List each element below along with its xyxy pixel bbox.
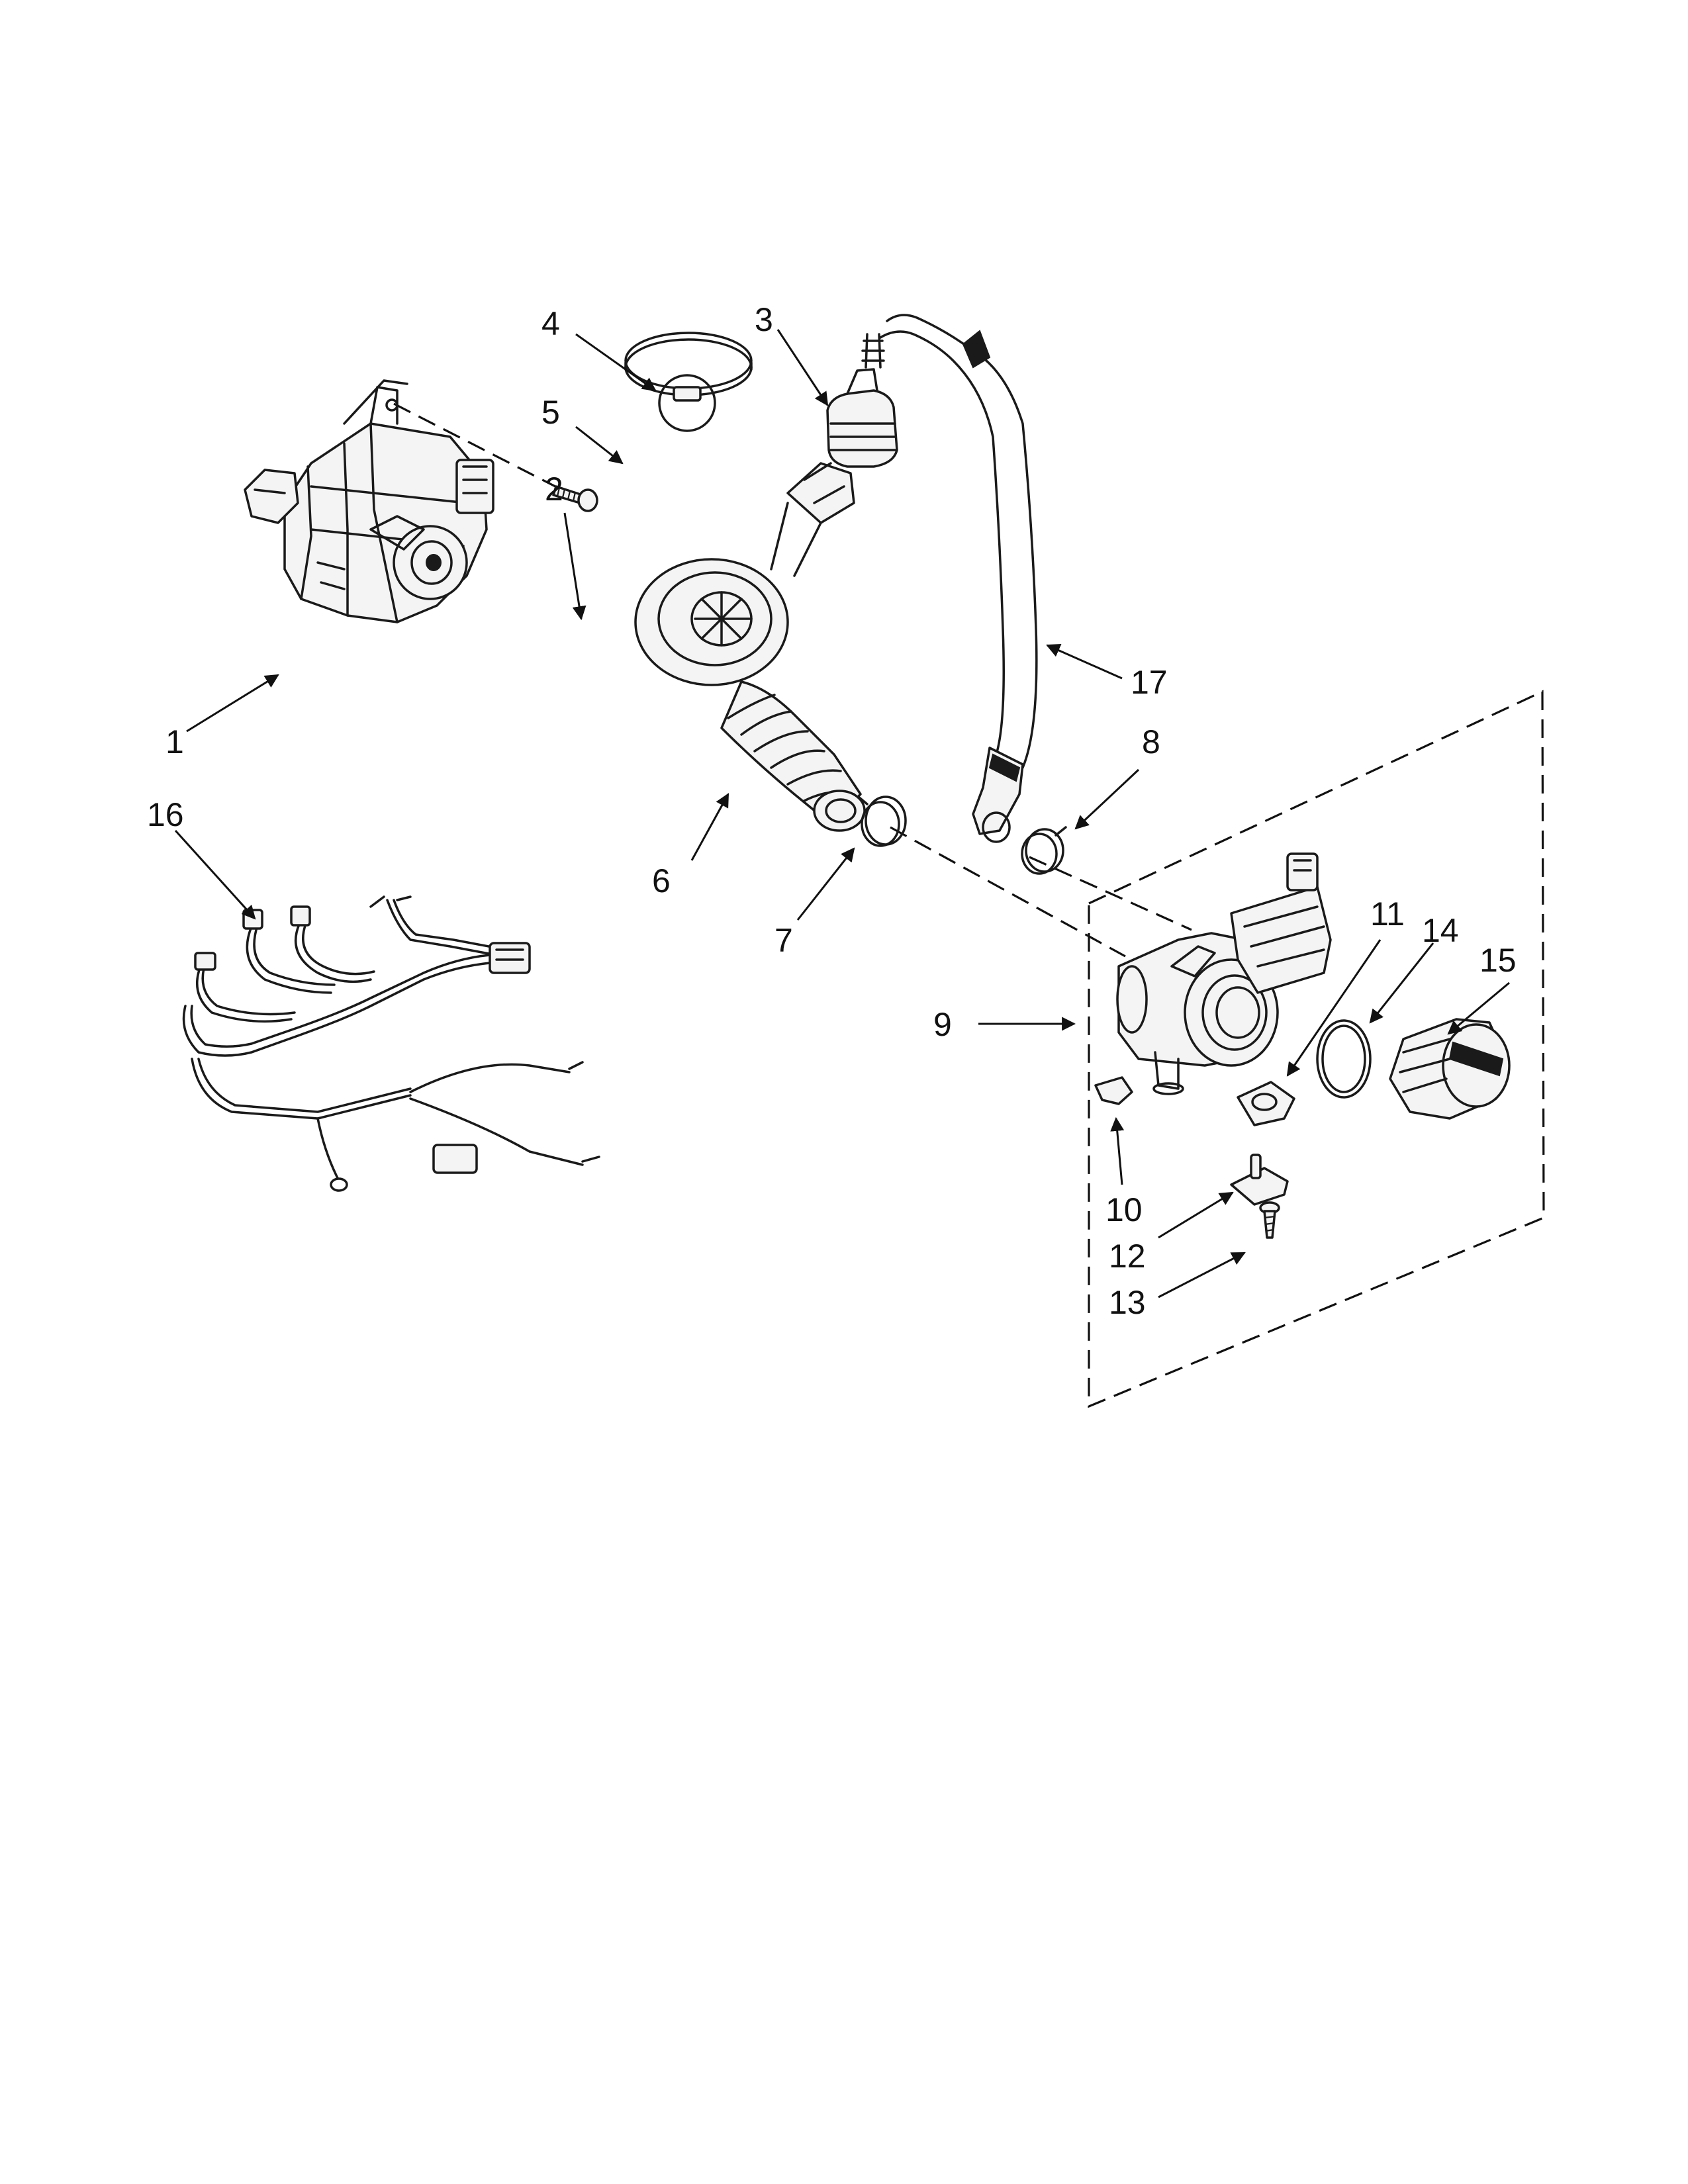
callout-9: 9 — [933, 1006, 952, 1043]
gasket-plate-part-11 — [1237, 1081, 1295, 1126]
callout-1: 1 — [165, 723, 184, 760]
air-dome-part — [826, 333, 898, 468]
bracket-part-12 — [1230, 1154, 1289, 1206]
leader-3 — [776, 329, 829, 406]
pump-kit-dashed-outline — [1088, 690, 1545, 1408]
callout-6: 6 — [652, 862, 671, 899]
clamp-ring-part — [624, 332, 753, 402]
screw-part — [552, 485, 598, 512]
hose-clamp-7 — [858, 796, 907, 847]
clip-part-10 — [1094, 1076, 1133, 1105]
callout-17: 17 — [1131, 664, 1168, 701]
leader-7 — [796, 847, 855, 921]
leader-11 — [1286, 939, 1382, 1077]
callout-7: 7 — [774, 922, 793, 959]
drain-hose-part — [879, 314, 1038, 843]
leader-12 — [1158, 1191, 1234, 1239]
callout-5: 5 — [541, 394, 560, 431]
leader-4 — [575, 333, 657, 392]
wire-harness-part — [182, 895, 600, 1192]
motor-part — [244, 379, 494, 623]
callout-11: 11 — [1370, 895, 1405, 933]
leader-6 — [690, 793, 729, 861]
leader-14 — [1369, 942, 1434, 1024]
pump-filter-part-15 — [1389, 1018, 1511, 1120]
callout-10: 10 — [1105, 1191, 1143, 1228]
screw-part-13 — [1259, 1201, 1280, 1239]
leader-13 — [1158, 1251, 1246, 1298]
callout-15: 15 — [1479, 942, 1517, 979]
leader-8 — [1074, 768, 1140, 830]
leader-2 — [563, 512, 586, 621]
leader-15 — [1447, 981, 1510, 1035]
ball-part — [658, 374, 716, 432]
assembly-line-motor-screw — [393, 402, 578, 499]
leader-1 — [186, 674, 279, 733]
callout-3: 3 — [755, 301, 773, 338]
hose-clamp-8 — [1021, 826, 1067, 875]
callout-14: 14 — [1422, 912, 1459, 949]
leader-16 — [174, 829, 256, 920]
drain-pump-part — [1116, 852, 1332, 1095]
callout-2: 2 — [545, 471, 563, 508]
leader-17 — [1046, 644, 1123, 680]
callout-13: 13 — [1109, 1284, 1146, 1321]
callout-12: 12 — [1109, 1238, 1146, 1275]
leader-5 — [575, 426, 624, 465]
assembly-line-hose-pump — [890, 826, 1126, 958]
o-ring-part-14 — [1316, 1019, 1372, 1099]
sump-hose-part — [634, 462, 866, 832]
assembly-line-drainhose-pump — [1029, 856, 1192, 931]
callout-16: 16 — [147, 796, 184, 833]
callout-8: 8 — [1142, 723, 1160, 760]
callout-4: 4 — [541, 305, 560, 342]
leader-10 — [1110, 1116, 1125, 1185]
